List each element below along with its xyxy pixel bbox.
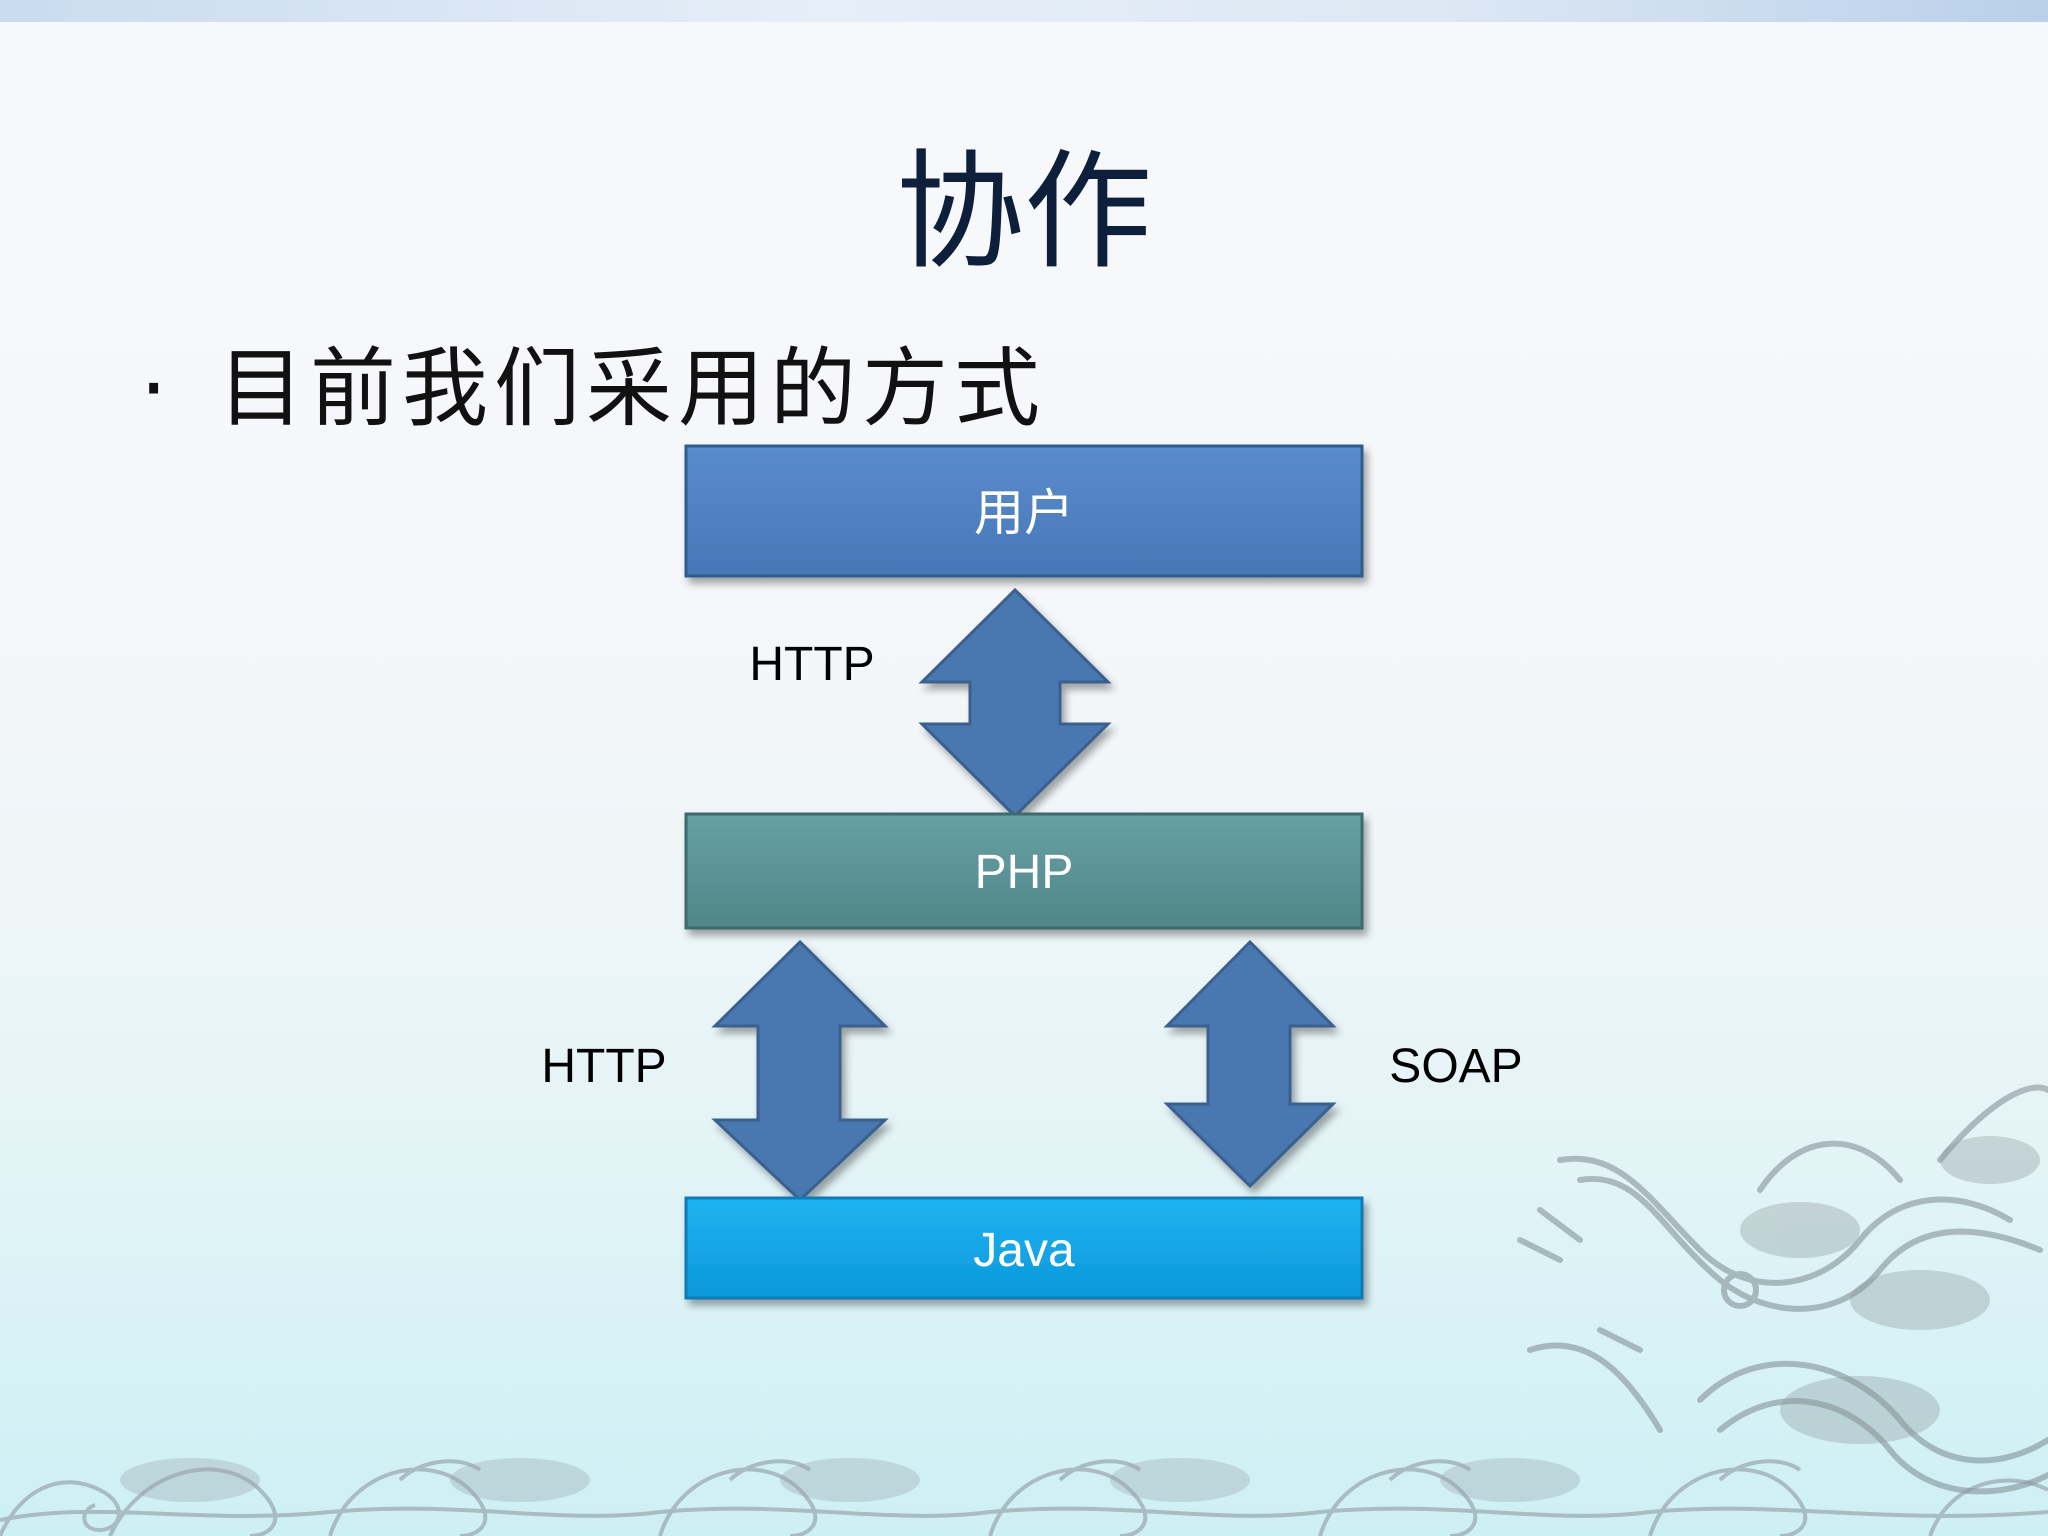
bullet-marker: · xyxy=(140,339,174,439)
label-soap-php-java: SOAP xyxy=(1389,1040,1522,1093)
wave-crests xyxy=(120,1458,1580,1502)
label-http-php-java: HTTP xyxy=(541,1040,666,1093)
arrow-php-java-right xyxy=(1163,939,1337,1189)
user-box-label: 用户 xyxy=(974,484,1074,542)
java-box xyxy=(684,1196,1364,1300)
label-http-user-php: HTTP xyxy=(749,638,874,691)
java-box-label: Java xyxy=(973,1224,1075,1277)
php-box xyxy=(684,812,1364,930)
slide-title: 协作 xyxy=(895,138,1152,287)
arrow-php-java-left xyxy=(711,939,889,1203)
user-box xyxy=(684,444,1364,578)
bullet-item: · 目前我们采用的方式 xyxy=(140,318,1046,443)
dragon-decoration xyxy=(1517,1084,2048,1495)
php-box-label: PHP xyxy=(975,846,1074,899)
arrow-user-php xyxy=(918,587,1112,819)
wave-decoration xyxy=(0,1459,2048,1536)
dragon-scales xyxy=(1740,1136,2040,1444)
bullet-text: 目前我们采用的方式 xyxy=(218,339,1046,439)
top-band xyxy=(0,0,2048,22)
